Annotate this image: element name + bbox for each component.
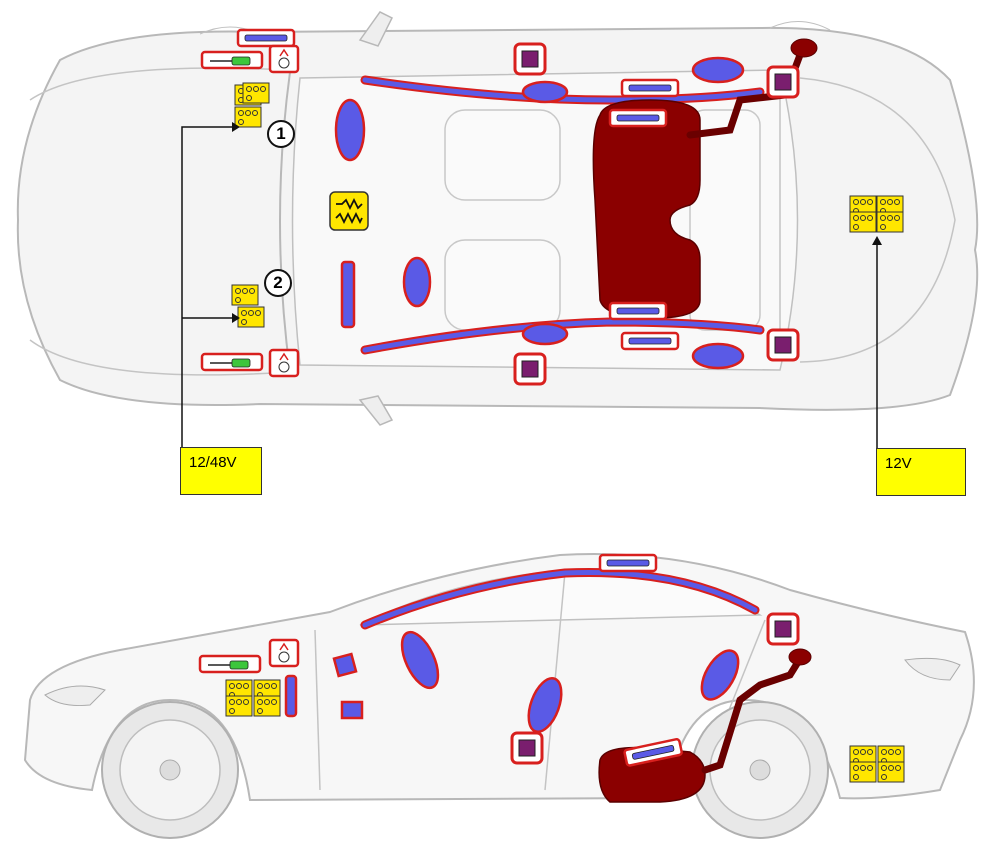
top-view (16, 11, 979, 448)
front-wheel (101, 701, 239, 839)
airbag-icon (521, 322, 569, 346)
arrow-head-2 (232, 313, 240, 323)
front-seat-left (444, 109, 561, 201)
arrow-head-1 (232, 122, 240, 132)
rear-trunk-line (799, 77, 956, 363)
seatbelt-tensioner-icon (268, 638, 300, 668)
mirror-bottom (358, 395, 394, 426)
battery-icon (849, 195, 904, 233)
seatbelt-tensioner-icon (268, 44, 300, 74)
airbag-icon (400, 630, 440, 690)
airbag-icon (521, 80, 569, 104)
mirror-top (358, 11, 394, 47)
callout-two: 2 (264, 269, 292, 297)
voltage-label-rear: 12V (876, 448, 966, 496)
door-line-front (314, 629, 321, 791)
control-unit-icon (513, 352, 547, 386)
airbag-icon (340, 700, 364, 720)
gas-spring-icon (200, 50, 264, 70)
fuel-filler-cap (790, 38, 818, 58)
callout-one: 1 (267, 120, 295, 148)
voltage-label-front: 12/48V (180, 447, 262, 495)
taillight (904, 657, 961, 681)
gas-inflator-icon (236, 28, 296, 48)
airbag-icon (691, 342, 745, 370)
fuel-filler-cap-side (788, 648, 812, 666)
seatbelt-tensioner-icon (268, 348, 300, 378)
leader-line-left (181, 126, 232, 447)
control-unit-icon (766, 612, 800, 646)
airbag-icon (340, 260, 356, 329)
airbag-icon (284, 674, 298, 718)
gas-inflator-icon (620, 78, 680, 98)
high-voltage-icon (329, 191, 369, 231)
side-view (23, 553, 975, 839)
control-unit-icon (510, 731, 544, 765)
gas-spring-icon (198, 654, 262, 674)
airbag-icon (691, 56, 745, 84)
airbag-icon (402, 256, 432, 308)
airbag-icon (334, 98, 366, 162)
airbag-icon (700, 649, 740, 701)
curtain-airbag-top-inner (362, 77, 763, 103)
front-seat-right (444, 239, 561, 331)
airbag-icon (527, 677, 563, 733)
curtain-airbag-bottom-inner (362, 319, 763, 353)
door-line-rear (724, 619, 766, 721)
control-unit-icon (766, 328, 800, 362)
fuel-filler-pipe-side (701, 658, 802, 774)
wheel-hint-rear (769, 20, 831, 31)
fuel-tank-icon (592, 99, 701, 319)
arrow-head-3 (872, 236, 882, 245)
headlight (44, 685, 106, 706)
gas-inflator-icon (608, 108, 668, 128)
gas-inflator-icon (620, 331, 680, 351)
airbag-icon (332, 652, 358, 678)
control-unit-icon (766, 65, 800, 99)
windshield (279, 71, 291, 373)
gas-inflator-icon (598, 553, 658, 573)
gas-inflator-icon (608, 301, 668, 321)
gas-spring-icon (200, 352, 264, 372)
curtain-airbag-side-inner (362, 570, 758, 628)
control-unit-icon (513, 42, 547, 76)
